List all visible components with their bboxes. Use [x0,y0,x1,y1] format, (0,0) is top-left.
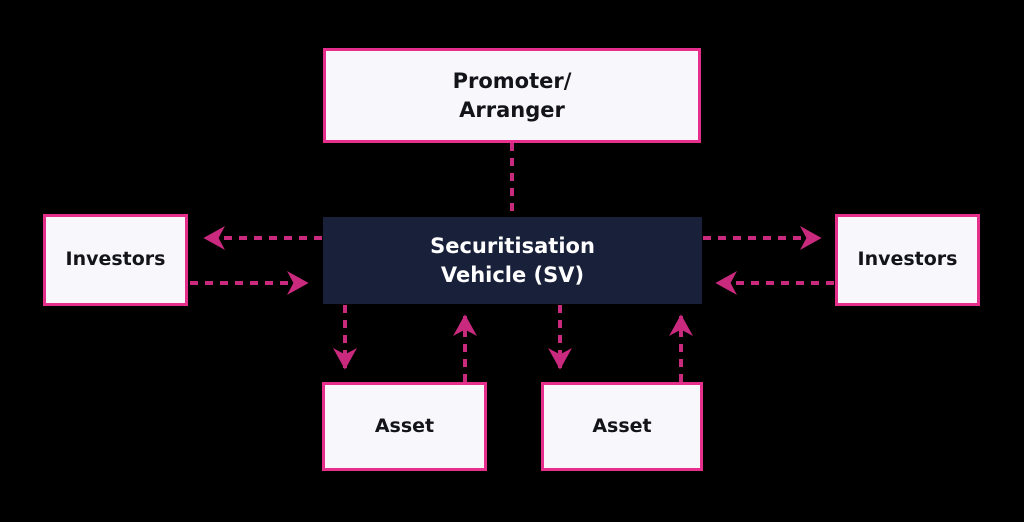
node-asset-right-label: Asset [592,414,652,437]
node-investors-left[interactable]: Investors [43,214,188,306]
node-asset-left-label: Asset [374,414,435,437]
node-investors-right-label: Investors [857,248,958,271]
node-investors-right[interactable]: Investors [835,214,980,306]
node-asset-right[interactable]: Asset [541,382,703,471]
node-promoter-arranger-label: Promoter/ Arranger [452,69,572,122]
node-investors-left-label: Investors [65,248,166,271]
node-promoter-arranger[interactable]: Promoter/ Arranger [323,48,701,143]
node-asset-left[interactable]: Asset [322,382,487,471]
node-securitisation-vehicle[interactable]: Securitisation Vehicle (SV) [323,217,702,304]
node-securitisation-vehicle-label: Securitisation Vehicle (SV) [430,234,595,287]
